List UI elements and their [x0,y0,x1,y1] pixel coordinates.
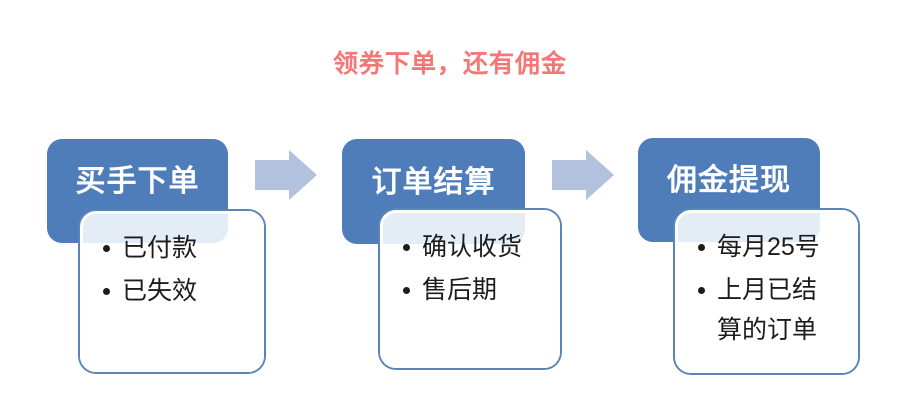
page-title: 领券下单，还有佣金 [332,50,567,78]
bullet-list: 确认收货 售后期 [383,213,557,310]
list-item: 每月25号 [696,227,849,267]
step-header-label: 买手下单 [75,165,200,198]
list-item: 已付款 [101,228,255,268]
bullet-label: 每月25号 [717,233,820,261]
bullet-dot-icon [403,287,410,294]
list-item: 售后期 [401,270,551,310]
bullet-label: 售后期 [422,276,498,304]
step-detail-order-settlement: 确认收货 售后期 [380,210,560,368]
step-header-label: 佣金提现 [667,164,791,197]
list-item: 已失效 [101,271,255,311]
bullet-dot-icon [698,287,705,294]
bullet-list: 已付款 已失效 [83,214,261,311]
bullet-dot-icon [403,244,410,251]
bullet-label: 确认收货 [422,233,523,261]
bullet-label: 已失效 [122,277,198,305]
bullet-dot-icon [698,244,705,251]
arrow-body [552,160,586,190]
step-detail-buyer-order: 已付款 已失效 [80,211,264,372]
step-header-label: 订单结算 [371,165,496,199]
bullet-dot-icon [103,245,110,252]
arrow-head [289,150,317,200]
right-arrow-icon [255,150,317,200]
list-item: 确认收货 [401,227,551,267]
bullet-dot-icon [103,288,110,295]
right-arrow-icon [552,150,614,200]
bullet-label: 上月已结算的订单 [717,276,818,344]
arrow-head [586,150,614,200]
list-item: 上月已结算的订单 [696,270,849,350]
bullet-label: 已付款 [122,234,198,262]
step-detail-commission-withdrawal: 每月25号 上月已结算的订单 [675,210,858,373]
bullet-list: 每月25号 上月已结算的订单 [678,213,855,350]
arrow-body [255,160,289,190]
